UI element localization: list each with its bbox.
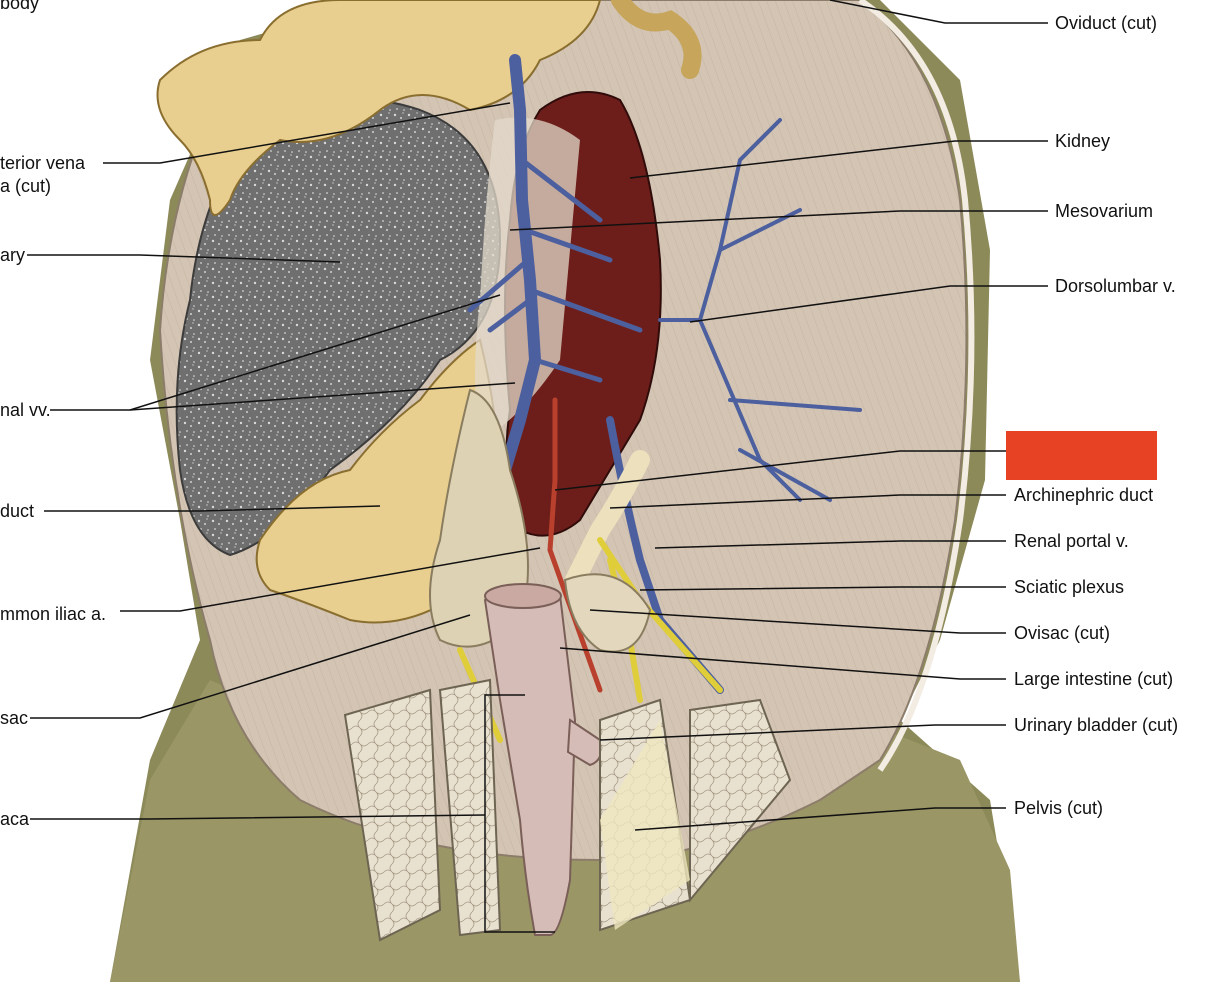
leader-lines <box>27 0 1048 933</box>
label-pelvis: Pelvis (cut) <box>1014 798 1104 818</box>
label-ovisac: sac <box>0 708 29 728</box>
label-large-intestine: Large intestine (cut) <box>1014 669 1174 689</box>
renal-veins <box>467 157 643 383</box>
label-body: body <box>0 0 40 13</box>
pelvis-right-2 <box>689 698 792 903</box>
label-dorsolumbar-vein: Dorsolumbar v. <box>1055 276 1176 296</box>
label-posterior-vena-cava-line2: a (cut) <box>0 176 52 196</box>
oviduct-coil <box>611 0 702 79</box>
label-cloaca: aca <box>0 809 30 829</box>
ovisac-cut-right <box>563 573 652 653</box>
label-renal-portal-vein: Renal portal v. <box>1014 531 1129 551</box>
highlight-box <box>1006 431 1157 480</box>
label-mesovarium: Mesovarium <box>1055 201 1154 221</box>
label-archinephric-duct: Archinephric duct <box>1014 485 1154 505</box>
ovary <box>175 97 502 557</box>
label-ovisac-cut: Ovisac (cut) <box>1014 623 1111 643</box>
pelvis-left-1 <box>343 688 442 942</box>
label-renal-veins: nal vv. <box>0 400 51 420</box>
label-ovary: ary <box>0 245 26 265</box>
pelvis-inner <box>600 720 690 930</box>
large-intestine-cut-end <box>484 583 562 609</box>
body-wall-rim <box>858 0 975 772</box>
label-common-iliac-artery: mmon iliac a. <box>0 604 107 624</box>
label-sciatic-plexus: Sciatic plexus <box>1014 577 1125 597</box>
label-oviduct: duct <box>0 501 35 521</box>
label-oviduct-cut: Oviduct (cut) <box>1055 13 1158 33</box>
posterior-vena-cava <box>499 54 542 476</box>
dorsolumbar-vein <box>658 118 862 502</box>
label-kidney: Kidney <box>1055 131 1111 151</box>
intestine-upper <box>156 0 602 216</box>
ovisac <box>429 388 529 648</box>
label-posterior-vena-cava-line1: terior vena <box>0 153 86 173</box>
label-urinary-bladder: Urinary bladder (cut) <box>1014 715 1179 735</box>
